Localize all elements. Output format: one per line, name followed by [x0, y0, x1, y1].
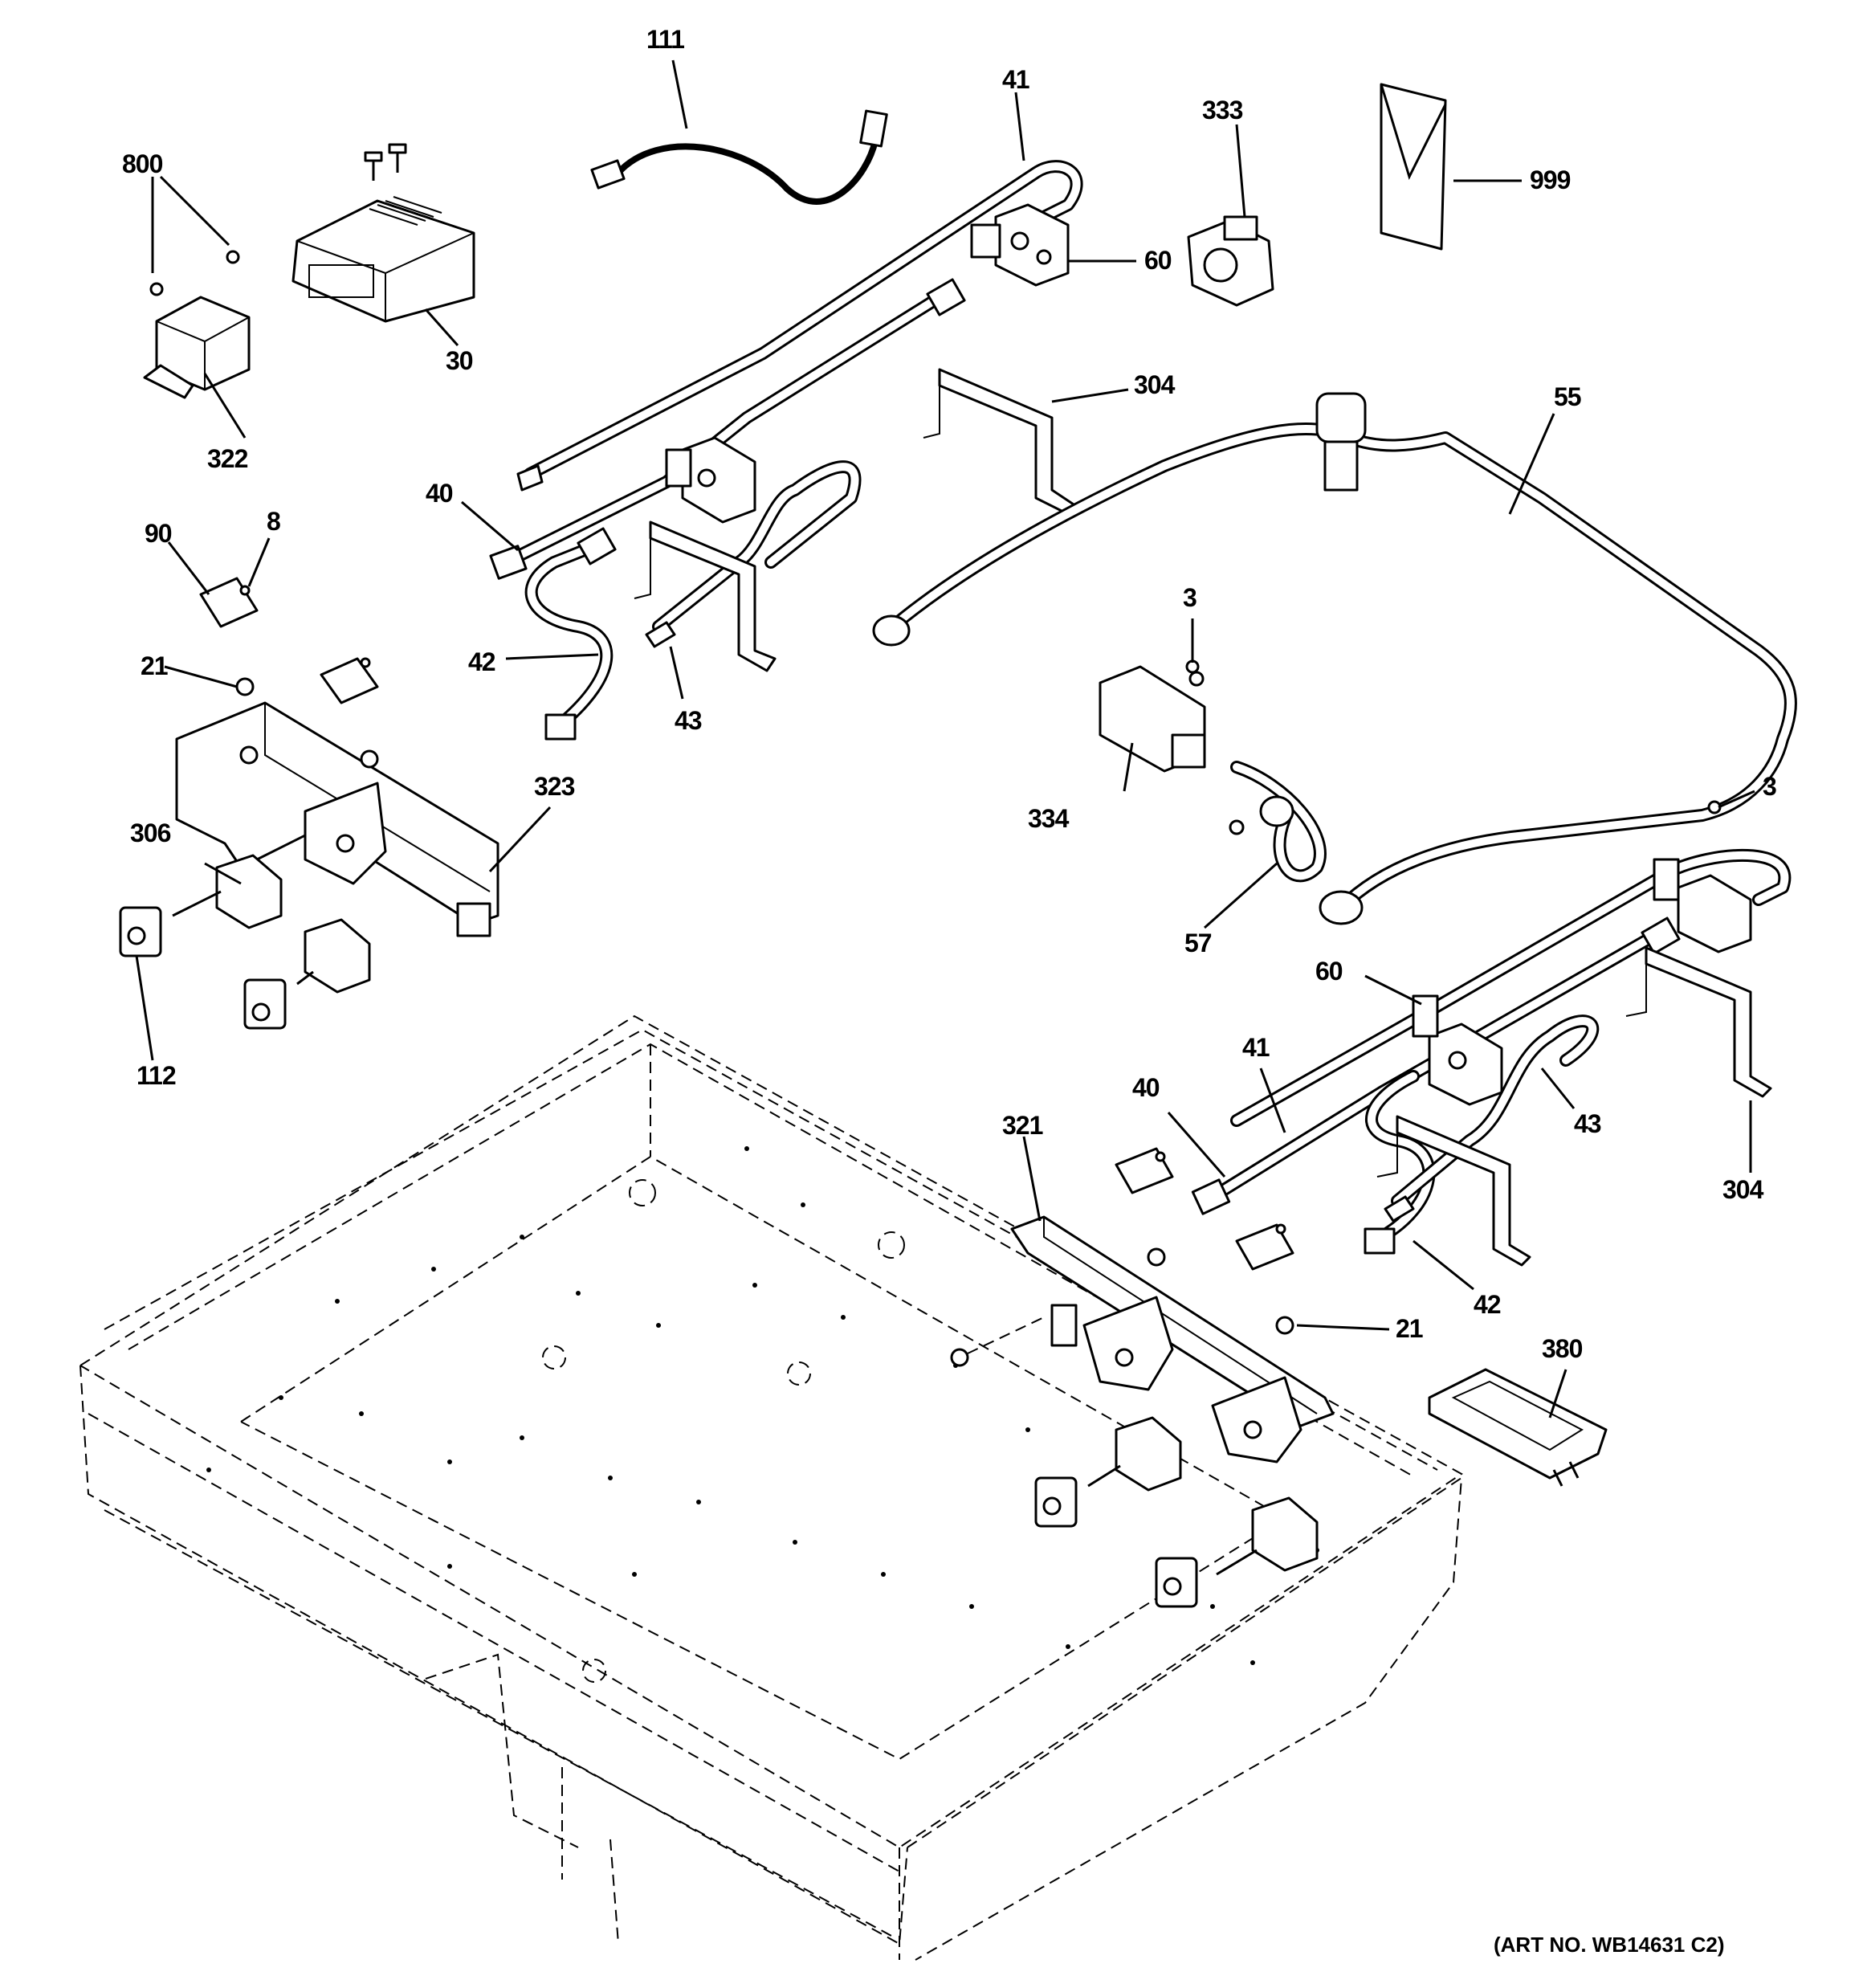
- callout-304-bottom: 304: [1722, 1175, 1764, 1204]
- pilot-tube-part: [1229, 761, 1327, 883]
- left-burner-assembly: [119, 577, 499, 1030]
- callout-90: 90: [145, 519, 172, 548]
- callout-321: 321: [1002, 1111, 1043, 1140]
- cooktop-chassis: [79, 1014, 1463, 1961]
- callout-21-bottom: 21: [1396, 1314, 1423, 1343]
- callout-40-top: 40: [426, 479, 453, 508]
- burner-plate-part: [1428, 1368, 1608, 1487]
- callout-3-right: 3: [1763, 772, 1776, 801]
- callout-41-bottom: 41: [1242, 1033, 1270, 1062]
- spark-module-part: [291, 143, 475, 323]
- callout-322: 322: [207, 444, 248, 473]
- callout-55: 55: [1554, 382, 1581, 411]
- callout-43-bottom: 43: [1574, 1109, 1601, 1138]
- callout-111: 111: [646, 25, 684, 54]
- callout-333: 333: [1202, 96, 1243, 125]
- callout-41-top: 41: [1002, 65, 1029, 94]
- callout-60-bottom: 60: [1315, 957, 1343, 986]
- callout-999: 999: [1530, 165, 1571, 194]
- callout-43-top: 43: [675, 706, 702, 735]
- callout-323: 323: [534, 772, 575, 801]
- wire-harness-part: [590, 109, 888, 205]
- callout-40-bottom: 40: [1132, 1073, 1160, 1102]
- right-tube-assembly: [1185, 659, 1792, 1267]
- callout-800: 800: [122, 149, 163, 178]
- pressure-regulator-part: [1187, 215, 1274, 307]
- callout-3-top: 3: [1183, 583, 1196, 612]
- callout-57: 57: [1184, 929, 1212, 957]
- callout-306: 306: [130, 818, 171, 847]
- art-number: (ART NO. WB14631 C2): [1494, 1933, 1725, 1957]
- callout-42-top: 42: [468, 647, 495, 676]
- callout-304-top: 304: [1134, 370, 1176, 399]
- manifold-tube: [872, 392, 1797, 925]
- callout-112: 112: [137, 1061, 176, 1090]
- upper-tubes: [489, 160, 1083, 741]
- callout-380: 380: [1542, 1334, 1583, 1363]
- pressure-switch-part: [1099, 665, 1206, 773]
- literature-envelope-part: [1380, 83, 1447, 251]
- callout-60-top: 60: [1144, 246, 1172, 275]
- right-burner-assembly: [950, 1147, 1335, 1608]
- callout-42-bottom: 42: [1474, 1290, 1501, 1319]
- callout-21-left: 21: [141, 651, 168, 680]
- leader-lines: [135, 59, 1755, 1419]
- callout-334: 334: [1028, 804, 1070, 833]
- callout-labels: 111 41 333 999 800 60 30 304 55 322 40 9…: [122, 25, 1777, 1957]
- callout-30: 30: [446, 346, 473, 375]
- transformer-part: [143, 250, 251, 399]
- callout-8: 8: [267, 507, 280, 536]
